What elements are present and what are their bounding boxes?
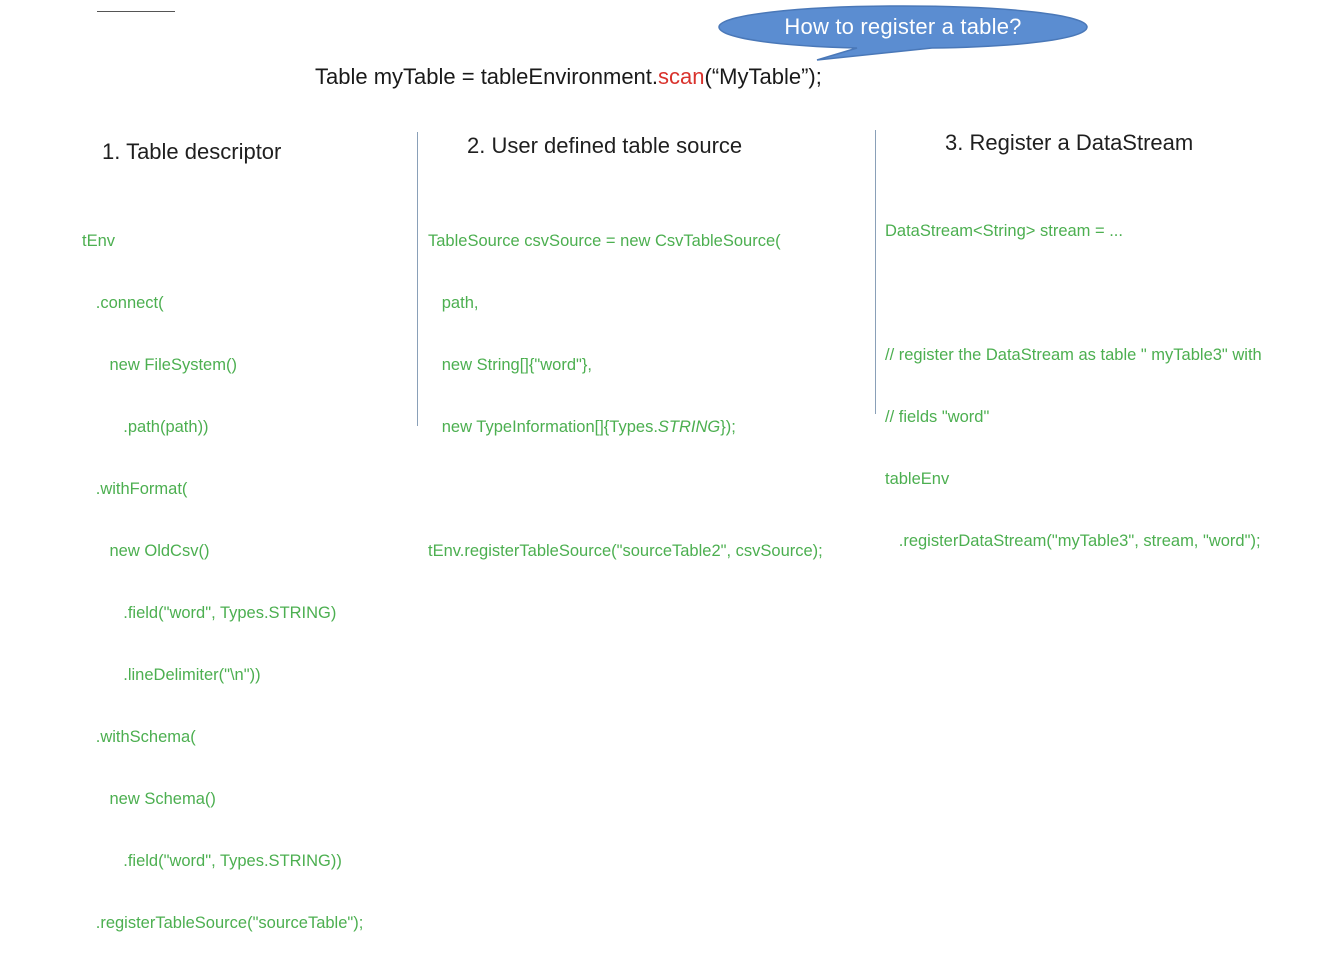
code-line: // fields "word"	[885, 408, 990, 426]
callout-text: How to register a table?	[784, 14, 1022, 39]
section-title-register-datastream: 3. Register a DataStream	[945, 130, 1194, 155]
code-block-user-defined-source: TableSource csvSource = new CsvTableSour…	[428, 191, 823, 582]
code-line: .connect(	[82, 294, 164, 312]
code-line: .field("word", Types.STRING))	[82, 852, 342, 870]
code-text: });	[720, 418, 736, 436]
top-rule-line	[97, 11, 175, 12]
code-line: new Schema()	[82, 790, 216, 808]
code-block-table-descriptor: tEnv .connect( new FileSystem() .path(pa…	[82, 191, 363, 954]
code-line: tEnv.registerTableSource("sourceTable2",…	[428, 542, 823, 560]
code-line: TableSource csvSource = new CsvTableSour…	[428, 232, 781, 250]
code-line: tEnv	[82, 232, 116, 250]
main-code-prefix: Table myTable = tableEnvironment.	[315, 64, 659, 89]
code-line: DataStream<String> stream = ...	[885, 222, 1123, 240]
section-title-table-descriptor: 1. Table descriptor	[102, 139, 282, 164]
main-code-method: scan	[658, 64, 705, 89]
column-divider-1	[417, 132, 418, 426]
code-line: .withSchema(	[82, 728, 196, 746]
callout-shape	[718, 5, 1088, 61]
column-divider-2	[875, 130, 876, 414]
code-line-empty	[428, 477, 823, 501]
code-line: .field("word", Types.STRING)	[82, 604, 337, 622]
code-line: .registerTableSource("sourceTable");	[82, 914, 364, 932]
callout-bubble: How to register a table?	[717, 4, 1089, 62]
code-line: path,	[428, 294, 479, 312]
section-title-user-defined-source: 2. User defined table source	[467, 133, 743, 158]
code-line: new FileSystem()	[82, 356, 237, 374]
code-line: tableEnv	[885, 470, 950, 488]
code-line: .registerDataStream("myTable3", stream, …	[885, 532, 1261, 550]
code-italic-text: STRING	[657, 418, 721, 436]
code-line: new TypeInformation[]{Types.STRING});	[428, 415, 823, 439]
code-block-register-datastream: DataStream<String> stream = ... // regis…	[885, 181, 1262, 572]
code-line: .path(path))	[82, 418, 209, 436]
code-line: new OldCsv()	[82, 542, 210, 560]
code-line-empty	[885, 281, 1262, 305]
main-code-suffix: (“MyTable”);	[704, 64, 822, 89]
main-code-line: Table myTable = tableEnvironment.scan(“M…	[315, 64, 822, 90]
code-line: .withFormat(	[82, 480, 188, 498]
code-line: .lineDelimiter("\n"))	[82, 666, 261, 684]
code-line: // register the DataStream as table " my…	[885, 346, 1262, 364]
code-text: new TypeInformation[]{Types.	[428, 418, 658, 436]
code-line: new String[]{"word"},	[428, 356, 592, 374]
